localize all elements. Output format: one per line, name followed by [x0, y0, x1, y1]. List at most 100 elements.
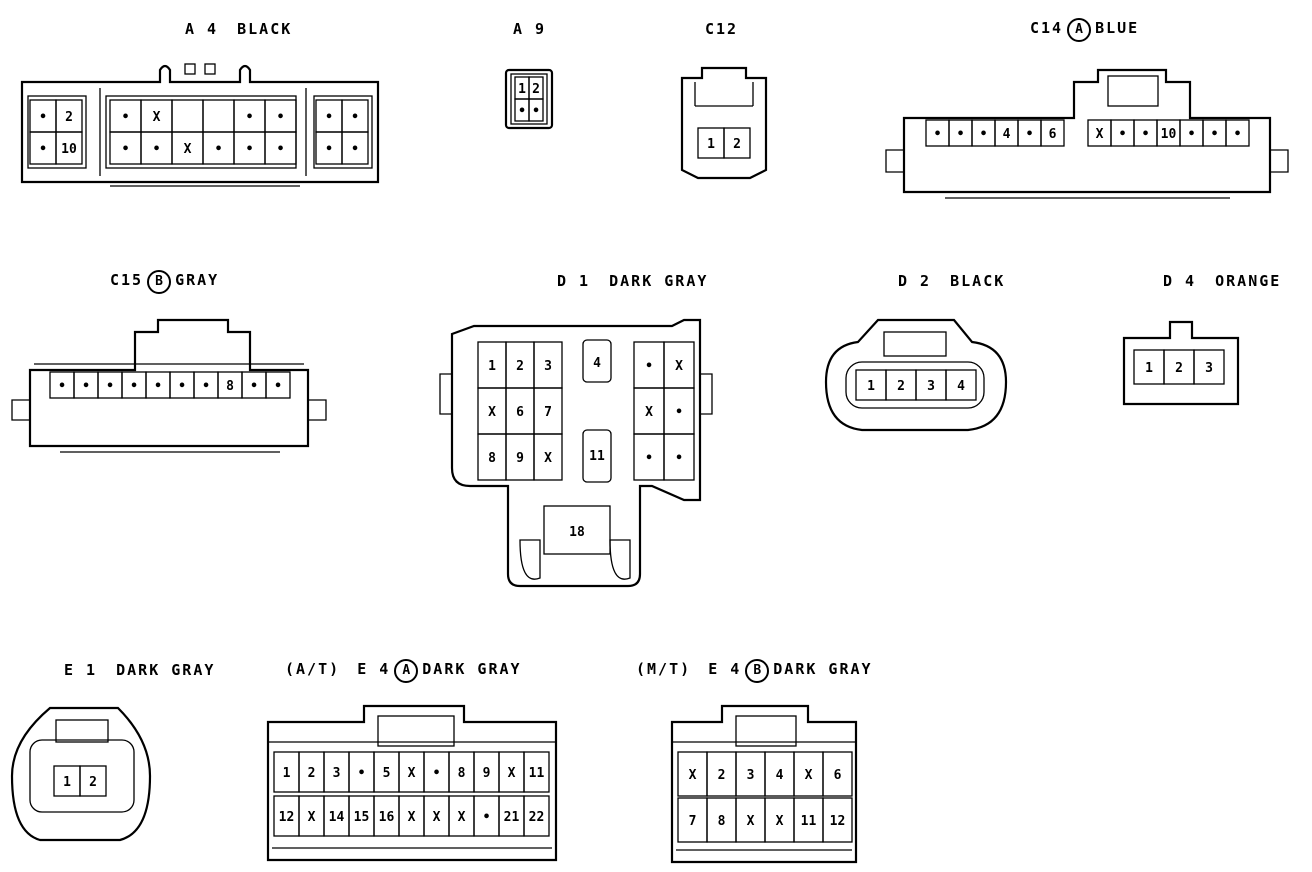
pin-label: • — [215, 142, 223, 157]
pin-label: 2 — [516, 359, 524, 374]
pin-label: X — [776, 814, 784, 829]
pin-label: • — [154, 379, 162, 394]
pin-cell — [523, 751, 550, 793]
pin-cell — [822, 751, 853, 797]
variant-badge: A — [394, 659, 419, 683]
pin-label: 2 — [532, 82, 540, 97]
pin-label: • — [358, 766, 366, 781]
pin-label: 3 — [333, 766, 341, 781]
pin-label: 11 — [529, 766, 545, 781]
pin-label: 2 — [897, 379, 905, 394]
pin-label: 1 — [518, 82, 526, 97]
variant-badge: B — [745, 659, 770, 683]
connector-prefix: (A/T) — [285, 660, 341, 678]
pin-cell — [1193, 349, 1225, 385]
pin-label: 4 — [593, 356, 601, 371]
pin-label: • — [39, 110, 47, 125]
pin-label: X — [153, 110, 161, 125]
pin-label: 1 — [283, 766, 291, 781]
connector-color: DARK GRAY — [609, 272, 709, 290]
connector-name: C12 — [705, 20, 739, 38]
pin-label: 11 — [589, 449, 605, 464]
label-a4: A 4 BLACK — [185, 20, 292, 38]
connector-prefix: (M/T) — [636, 660, 692, 678]
pin-label: • — [122, 142, 130, 157]
pin-label: 2 — [65, 110, 73, 125]
pin-cell — [341, 131, 369, 165]
connector-color: DARK GRAY — [422, 660, 522, 678]
pin-label: 1 — [1145, 361, 1153, 376]
pin-label: 10 — [61, 142, 77, 157]
pin-label: 9 — [483, 766, 491, 781]
connector-name: E 4 — [357, 660, 391, 678]
connector-c15: •••••••8•• — [11, 318, 327, 453]
pin-label: 9 — [516, 451, 524, 466]
label-a9: A 9 — [513, 20, 546, 38]
pin-cell — [79, 765, 107, 797]
connector-d4: 1 2 3 — [1122, 320, 1240, 406]
pin-label: • — [675, 405, 683, 420]
pin-label: • — [250, 379, 258, 394]
pin-label: 3 — [927, 379, 935, 394]
pin-label: X — [747, 814, 755, 829]
pin-cell — [171, 99, 204, 133]
connector-a4: •2•10 •X••••X••• •••• — [20, 63, 380, 187]
connector-color: BLACK — [950, 272, 1006, 290]
pin-label: • — [277, 142, 285, 157]
connector-name: A 4 — [185, 20, 219, 38]
pin-cell — [265, 371, 291, 399]
connector-name: E 1 — [64, 661, 98, 679]
connector-color: DARK GRAY — [773, 660, 873, 678]
label-c12: C12 — [705, 20, 738, 38]
pin-label: 8 — [226, 379, 234, 394]
connector-color: BLACK — [237, 20, 293, 38]
connector-color: ORANGE — [1215, 272, 1282, 290]
pin-label: • — [957, 127, 965, 142]
pin-label: • — [178, 379, 186, 394]
pin-label: 21 — [504, 810, 520, 825]
pin-label: • — [483, 810, 491, 825]
connector-color: GRAY — [175, 271, 220, 289]
pin-label: X — [408, 766, 416, 781]
pin-label: • — [980, 127, 988, 142]
pin-label: • — [277, 110, 285, 125]
pin-label: 5 — [383, 766, 391, 781]
pin-label: X — [458, 810, 466, 825]
pin-label: 2 — [1175, 361, 1183, 376]
pin-label: • — [202, 379, 210, 394]
pin-label: • — [1142, 127, 1150, 142]
pin-cell — [202, 99, 235, 133]
connector-name: A 9 — [513, 20, 547, 38]
pin-cell — [1225, 119, 1250, 147]
pin-label: • — [39, 142, 47, 157]
pin-label: 2 — [733, 137, 741, 152]
pin-label: 3 — [1205, 361, 1213, 376]
pin-label: 2 — [718, 768, 726, 783]
pin-label: 4 — [1003, 127, 1011, 142]
label-d4: D 4 ORANGE — [1163, 272, 1281, 290]
pin-label: • — [122, 110, 130, 125]
connector-color: DARK GRAY — [116, 661, 216, 679]
pin-label: • — [106, 379, 114, 394]
pin-label: 16 — [379, 810, 395, 825]
variant-badge: B — [147, 270, 172, 294]
pin-label: • — [1188, 127, 1196, 142]
pin-label: • — [274, 379, 282, 394]
connector-name: C15 — [110, 271, 144, 289]
pin-label: 6 — [516, 405, 524, 420]
pin-label: X — [645, 405, 653, 420]
pin-label: • — [325, 110, 333, 125]
pin-label: • — [58, 379, 66, 394]
pin-label: 18 — [569, 525, 585, 540]
pin-label: 1 — [707, 137, 715, 152]
pin-label: • — [351, 142, 359, 157]
pin-label: X — [408, 810, 416, 825]
label-d2: D 2 BLACK — [898, 272, 1005, 290]
pin-label: 22 — [529, 810, 545, 825]
